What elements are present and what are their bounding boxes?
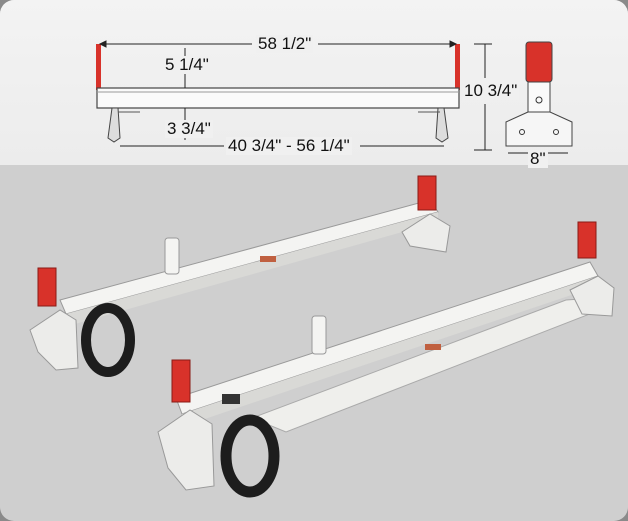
total-height-label: 10 3/4" xyxy=(462,81,520,100)
crossbar-height-label: 5 1/4" xyxy=(163,55,211,74)
rack-side-view-diagram-icon xyxy=(505,41,573,147)
foot-width-label: 8" xyxy=(528,149,548,168)
ladder-rack-pair-photo-icon xyxy=(29,175,615,498)
rack-front-view-diagram-icon xyxy=(96,44,460,143)
foot-span-label: 40 3/4" - 56 1/4" xyxy=(226,136,352,155)
overall-width-label: 58 1/2" xyxy=(256,34,314,53)
foot-height-label: 3 3/4" xyxy=(165,119,213,138)
